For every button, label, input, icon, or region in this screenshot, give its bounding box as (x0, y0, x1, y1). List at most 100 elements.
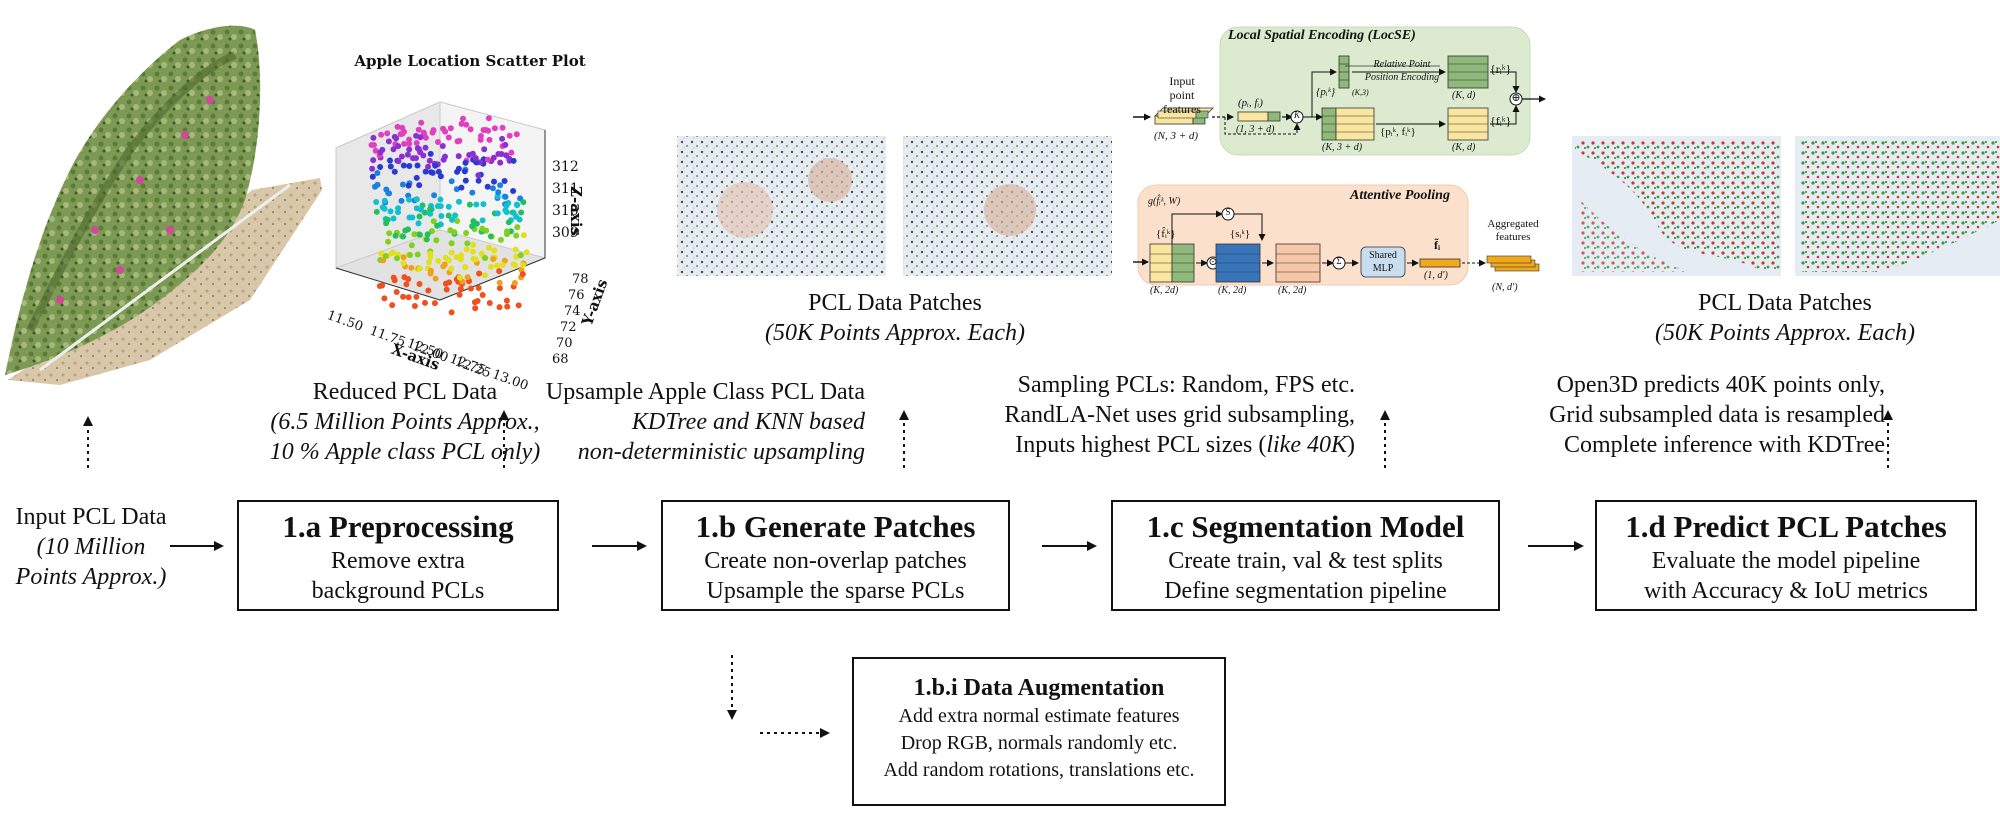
scatter-point (513, 201, 520, 208)
rel-line-2: Position Encoding (1364, 72, 1440, 83)
knn-symbol: K (1293, 110, 1300, 120)
scatter-point (453, 186, 460, 193)
pf-dim: (1, 3 + d) (1236, 124, 1275, 135)
scatter-point (400, 233, 407, 240)
patches-1-caption: PCL Data Patches (50K Points Approx. Eac… (740, 288, 1050, 348)
fhat-dim: (K, 2d) (1150, 285, 1179, 296)
open3d-line3: Complete inference with KDTree (1563, 432, 1885, 458)
scatter-point (422, 168, 429, 175)
scatter-point (422, 134, 429, 141)
step-1d-line2: with Accuracy & IoU metrics (1644, 578, 1928, 604)
scatter-point (472, 305, 479, 312)
scatter-point (434, 222, 441, 229)
scatter-point (388, 250, 395, 257)
scatter-point (470, 248, 476, 255)
scatter-point (481, 272, 488, 279)
patches-2-title: PCL Data Patches (1698, 290, 1872, 316)
sampling-line1: Sampling PCLs: Random, FPS etc. (1017, 372, 1355, 398)
scatter-point (413, 155, 419, 162)
agg-line-1: Aggregated (1487, 218, 1539, 230)
scatter-point (489, 185, 496, 192)
aug-line3: Add random rotations, translations etc. (883, 759, 1195, 781)
step-1bi-augmentation-box[interactable]: 1.b.i Data Augmentation Add extra normal… (852, 657, 1226, 806)
scatter-point (399, 181, 406, 188)
reduced-pcl-caption: Reduced PCL Data (6.5 Million Points App… (220, 377, 590, 467)
scatter-point (485, 115, 492, 122)
mlp-line-2: MLP (1372, 263, 1394, 274)
scatter-point (505, 219, 512, 226)
scatter-point (520, 232, 527, 239)
scatter-point (466, 152, 473, 158)
scatter-point (440, 156, 447, 163)
scatter-ytick: 68 (552, 352, 569, 367)
scatter-point (374, 170, 381, 176)
scatter-point (406, 146, 413, 153)
step-1b-line1: Create non-overlap patches (704, 548, 967, 574)
scatter-point (413, 174, 420, 181)
scatter-point (501, 178, 508, 184)
scatter-point (482, 255, 489, 261)
patches-2-sub: (50K Points Approx. Each) (1655, 320, 1915, 346)
scatter-point (467, 126, 474, 133)
scatter-point (490, 256, 497, 263)
aggregated-label: Aggregated features (1478, 218, 1548, 244)
step-1c-box[interactable]: 1.c Segmentation Model Create train, val… (1111, 500, 1500, 611)
scatter-point (479, 217, 486, 224)
scatter-point (462, 159, 469, 166)
rel-pos-label: Relative Point Position Encoding (1362, 58, 1442, 84)
scatter-point (513, 253, 520, 260)
scatter-point (483, 127, 489, 133)
scatter-point (461, 168, 468, 175)
reduced-line3: 10 % Apple class PCL only) (269, 439, 541, 465)
scatter-point (468, 285, 474, 292)
scatter-point (497, 236, 504, 243)
step-1d-box[interactable]: 1.d Predict PCL Patches Evaluate the mod… (1595, 500, 1977, 611)
pkfk-label: {pᵢᵏ, fᵢᵏ} (1380, 126, 1416, 138)
scatter-point (455, 165, 462, 172)
scatter-point (395, 158, 402, 165)
aggregated-features-stack (1486, 255, 1540, 272)
arrow-dotted-knn (1224, 117, 1301, 135)
scatter-point (406, 141, 413, 147)
step-1b-line2: Upsample the sparse PCLs (706, 578, 965, 604)
aug-line1: Add extra normal estimate features (898, 705, 1180, 727)
reduced-title: Reduced PCL Data (312, 379, 498, 405)
scatter-point (401, 128, 407, 135)
scatter-point (448, 309, 455, 316)
scatter-point (418, 119, 425, 126)
ftilde-block (1419, 258, 1461, 268)
mlp-line-1: Shared (1369, 250, 1397, 261)
scatter-point (401, 140, 408, 147)
scatter-point (406, 136, 413, 143)
scatter-point (448, 240, 455, 247)
scatter-point (424, 231, 431, 238)
scatter-point (427, 210, 434, 217)
arrow-fhat-to-softmax (1171, 210, 1223, 244)
scatter-point (400, 293, 407, 300)
scatter-point (405, 294, 412, 301)
scatter-point (425, 287, 432, 294)
scatter-point (449, 216, 456, 223)
input-label-2: point features (1163, 88, 1201, 116)
scatter-ytick: 70 (556, 336, 573, 351)
scatter-point (447, 125, 454, 132)
scatter-point (387, 157, 393, 164)
reduced-line2: (6.5 Million Points Approx., (270, 409, 540, 435)
scatter-point (510, 209, 517, 216)
scatter-point (496, 304, 503, 311)
scatter-point (372, 147, 379, 154)
f-dim: (K, d) (1452, 142, 1476, 153)
step-1b-box[interactable]: 1.b Generate Patches Create non-overlap … (661, 500, 1010, 611)
scatter-point (377, 164, 384, 170)
open3d-line1: Open3D predicts 40K points only, (1556, 372, 1885, 398)
attn-title: Attentive Pooling (1350, 188, 1450, 203)
step-1a-line2: background PCLs (311, 578, 485, 604)
scatter-point (390, 274, 397, 281)
scatter-point (472, 256, 479, 263)
step-1a-box[interactable]: 1.a Preprocessing Remove extra backgroun… (237, 500, 559, 611)
pk-vertical-block (1338, 55, 1350, 89)
agg-dim: (N, d′) (1492, 282, 1518, 293)
scatter-point (370, 157, 377, 164)
scatter-point (407, 252, 413, 258)
